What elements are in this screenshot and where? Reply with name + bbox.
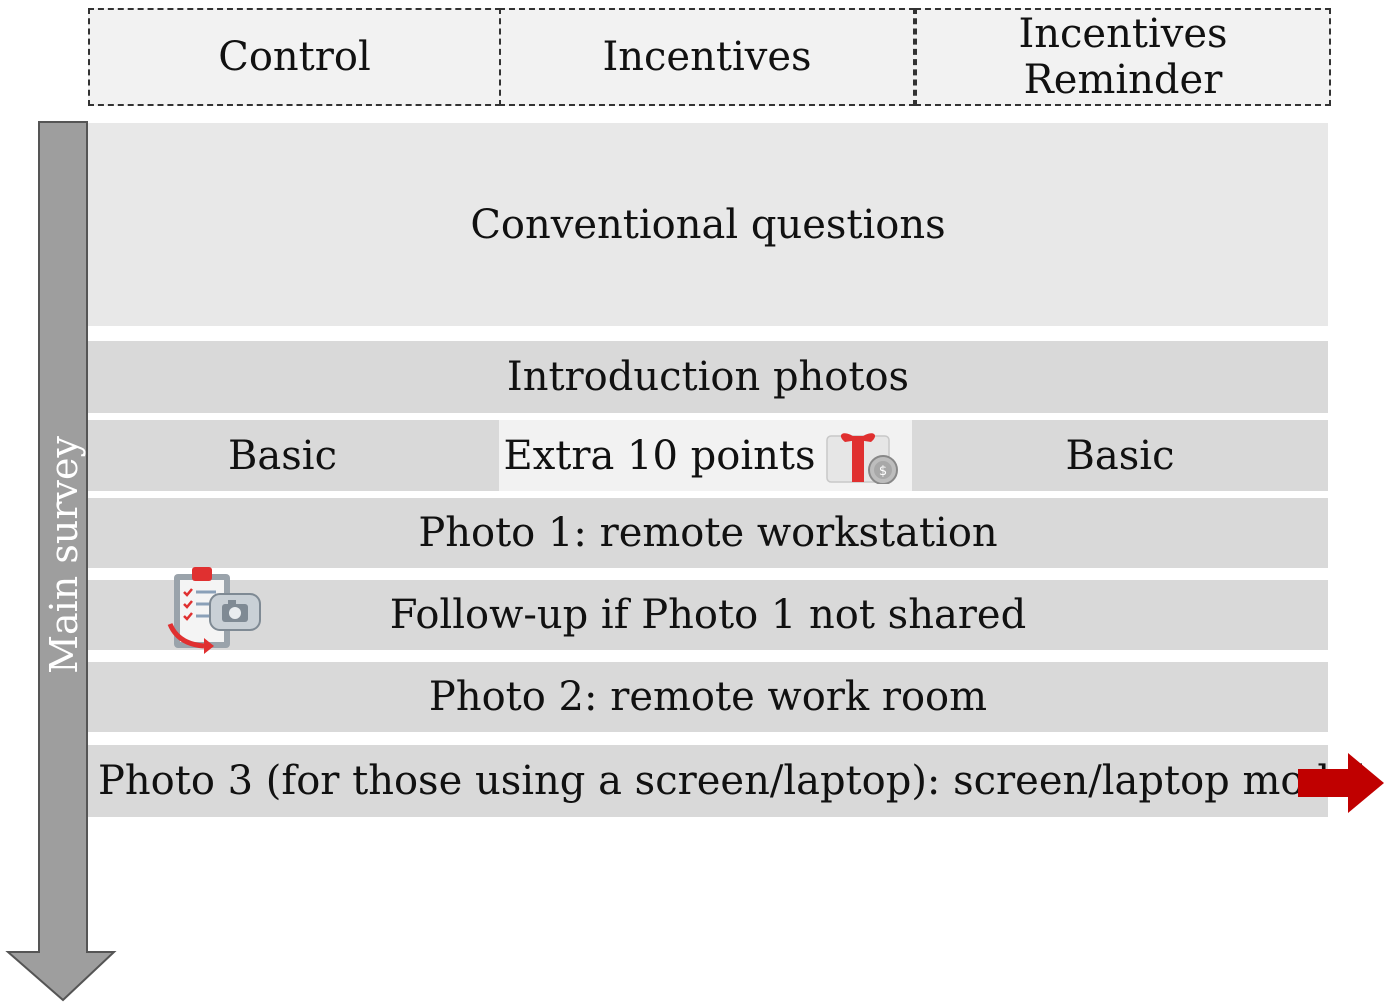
photo-1-band: Photo 1: remote workstation: [88, 498, 1328, 568]
extra-points-label: Extra 10 points: [503, 432, 816, 479]
followup-label: Follow-up if Photo 1 not shared: [389, 592, 1027, 638]
column-label-incentives: Incentives: [602, 34, 812, 80]
photo-3-label: Photo 3 (for those using a screen/laptop…: [98, 758, 1367, 804]
conventional-questions-band: Conventional questions: [88, 123, 1328, 326]
column-label-control: Control: [218, 34, 371, 80]
svg-text:$: $: [879, 464, 887, 479]
followup-band: Follow-up if Photo 1 not shared: [88, 580, 1328, 650]
basic-control-label: Basic: [228, 432, 337, 479]
gift-coin-icon: $: [826, 432, 899, 484]
introduction-photos-band: Introduction photos: [88, 341, 1328, 413]
clipboard-camera-icon: [167, 567, 261, 654]
basic-reminder-label: Basic: [1065, 432, 1175, 479]
basic-reminder-cell: Basic: [912, 420, 1328, 491]
conventional-questions-label: Conventional questions: [470, 201, 946, 248]
photo-2-band: Photo 2: remote work room: [88, 662, 1328, 732]
photo-3-band: Photo 3 (for those using a screen/laptop…: [88, 745, 1367, 817]
basic-control-cell: Basic: [88, 420, 499, 491]
introduction-photos-label: Introduction photos: [506, 354, 910, 400]
photo-2-label: Photo 2: remote work room: [428, 674, 988, 720]
column-header-incentives: Incentives: [499, 8, 915, 106]
column-header-incentives-reminder: Incentives Reminder: [915, 8, 1331, 106]
column-label-incentives-reminder: Incentives Reminder: [1018, 11, 1228, 103]
right-arrow-icon: [1298, 753, 1384, 813]
photo-1-label: Photo 1: remote workstation: [418, 510, 998, 556]
extra-points-cell: Extra 10 points $: [499, 420, 912, 491]
main-survey-label: Main survey: [42, 436, 86, 674]
column-header-control: Control: [88, 8, 501, 106]
down-arrow-icon: [5, 121, 117, 1002]
